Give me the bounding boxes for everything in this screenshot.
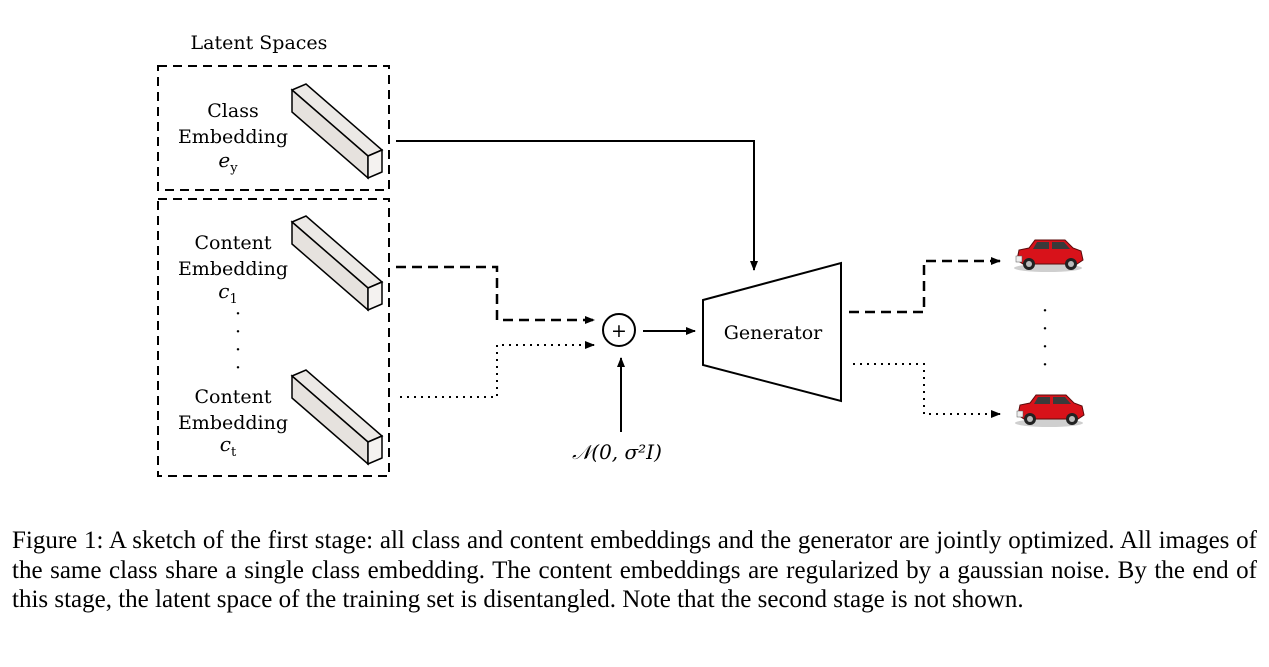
class-embedding-box <box>157 65 390 191</box>
generator-to-output-1-arrow <box>849 257 1001 314</box>
content-embedding-1-symbol: c1 <box>218 279 237 307</box>
vertical-ellipsis-3: · <box>235 339 241 361</box>
vertical-ellipsis-2: · <box>235 321 241 343</box>
figure-caption: Figure 1: A sketch of the first stage: a… <box>12 527 1257 613</box>
class-embedding-vector-icon <box>291 83 383 179</box>
output-ellipsis-1: · <box>1042 300 1048 322</box>
output-image-1-car-icon <box>1013 239 1084 273</box>
content-embedding-1-vector-icon <box>291 215 383 311</box>
class-to-generator-arrow <box>396 140 758 271</box>
output-ellipsis-2: · <box>1042 318 1048 340</box>
generator-block <box>702 261 842 403</box>
content-embedding-1-label-line1: Content <box>195 232 272 254</box>
generator-to-output-t-arrow <box>853 363 1001 418</box>
class-embedding-label-line2: Embedding <box>178 126 288 148</box>
output-ellipsis-4: · <box>1042 354 1048 376</box>
content-embeddings-box <box>157 198 390 477</box>
class-embedding-symbol: ey <box>218 148 238 176</box>
sum-node <box>602 313 636 347</box>
class-embedding-label-line1: Class <box>207 100 258 122</box>
generator-label: Generator <box>724 322 823 344</box>
vertical-ellipsis-4: · <box>235 357 241 379</box>
output-image-t-car-icon <box>1014 394 1085 428</box>
content-embedding-t-label-line2: Embedding <box>178 412 288 434</box>
content-embedding-t-vector-icon <box>291 369 383 465</box>
sum-symbol: + <box>611 320 627 342</box>
noise-label: 𝒩(0, σ²I) <box>572 440 662 464</box>
content-embedding-t-label-line1: Content <box>195 386 272 408</box>
content-t-to-sum-arrow <box>400 341 595 398</box>
output-ellipsis-3: · <box>1042 336 1048 358</box>
latent-spaces-title: Latent Spaces <box>191 32 328 54</box>
diagram: Latent Spaces Class Embedding ey Content… <box>157 32 1085 477</box>
content-embedding-t-symbol: ct <box>220 432 237 460</box>
content-embedding-1-label-line2: Embedding <box>178 258 288 280</box>
vertical-ellipsis-1: · <box>235 303 241 325</box>
content-1-to-sum-arrow <box>396 265 595 324</box>
